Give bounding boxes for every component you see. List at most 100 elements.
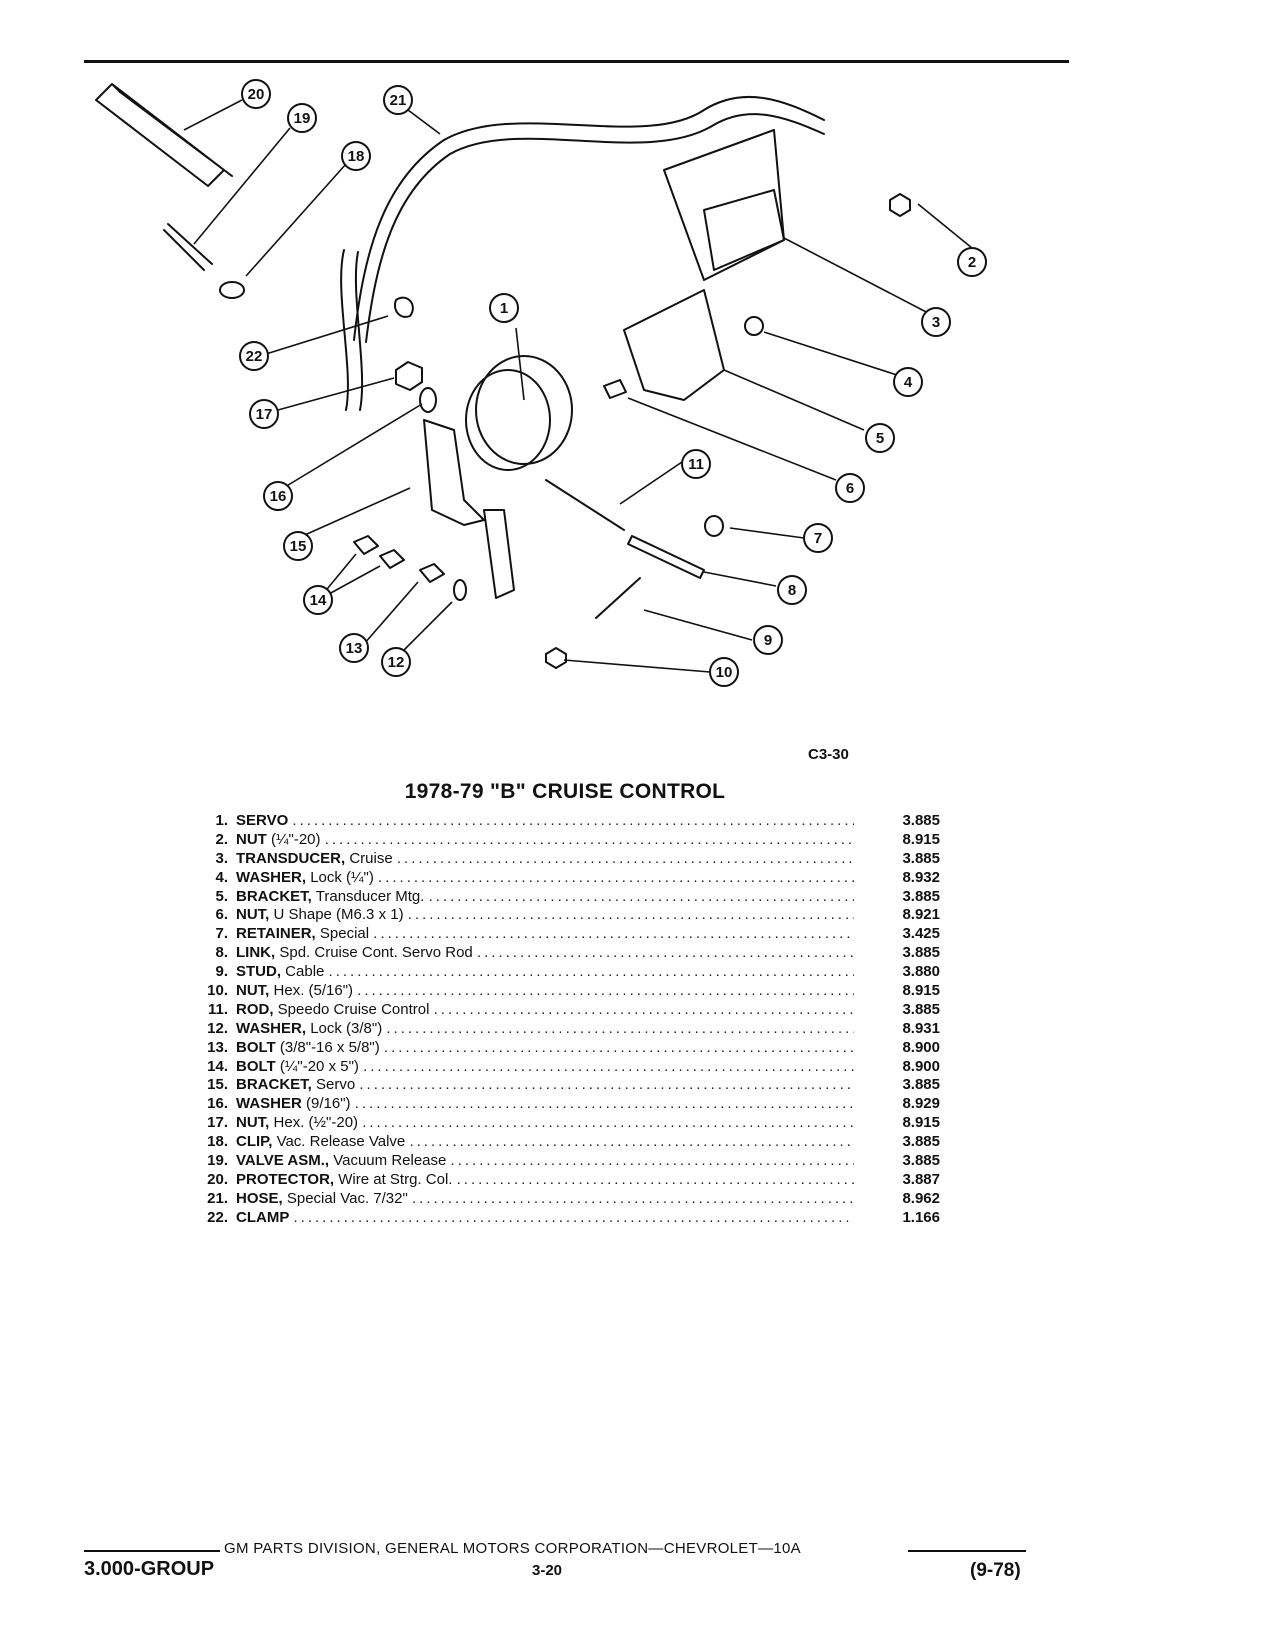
part-description: WASHER (9/16") .........................…: [236, 1095, 854, 1113]
callout-17: 17: [249, 399, 279, 429]
svg-text:11: 11: [688, 456, 704, 473]
svg-text:2: 2: [968, 254, 976, 271]
part-code: 8.932: [902, 868, 940, 886]
figure-code: C3-30: [808, 746, 849, 763]
part-code: 3.887: [902, 1170, 940, 1188]
part-code: 8.962: [902, 1189, 940, 1207]
callout-9: 9: [753, 625, 783, 655]
part-detail: Vacuum Release: [333, 1152, 447, 1170]
svg-text:18: 18: [348, 148, 365, 165]
parts-row: 6.NUT, U Shape (M6.3 x 1) ..............…: [180, 906, 970, 925]
part-name: WASHER: [236, 1095, 302, 1113]
part-number: 18.: [207, 1133, 228, 1151]
part-code: 3.425: [902, 925, 940, 943]
callout-18: 18: [341, 141, 371, 171]
parts-row: 14.BOLT (¼"-20 x 5") ...................…: [180, 1058, 970, 1077]
parts-row: 4. WASHER, Lock (¼") ....................…: [180, 869, 970, 888]
part-name: RETAINER,: [236, 925, 316, 943]
callout-5: 5: [865, 423, 895, 453]
part-detail: (¼"-20): [271, 830, 321, 848]
svg-text:1: 1: [500, 300, 508, 317]
part-detail: Wire at Strg. Col.: [338, 1170, 453, 1188]
part-description: ROD, Speedo Cruise Control .............…: [236, 1000, 854, 1018]
svg-text:14: 14: [310, 592, 327, 609]
part-name: NUT,: [236, 1114, 270, 1132]
svg-text:8: 8: [788, 582, 796, 599]
part-description: HOSE, Special Vac. 7/32" ...............…: [236, 1189, 854, 1207]
part-description: NUT, U Shape (M6.3 x 1) ................…: [236, 906, 854, 924]
svg-text:15: 15: [290, 538, 307, 555]
part-description: PROTECTOR, Wire at Strg. Col. ..........…: [236, 1170, 854, 1188]
svg-text:16: 16: [270, 488, 287, 505]
part-number: 15.: [207, 1076, 228, 1094]
svg-text:4: 4: [904, 374, 913, 391]
svg-text:5: 5: [876, 430, 884, 447]
top-rule: [84, 60, 1069, 63]
svg-text:6: 6: [846, 480, 854, 497]
part-detail: U Shape (M6.3 x 1): [273, 906, 404, 924]
part-number: 1.: [215, 812, 228, 829]
callout-16: 16: [263, 481, 293, 511]
part-detail: Special Vac. 7/32": [286, 1189, 408, 1207]
svg-text:10: 10: [716, 664, 733, 681]
footer-date: (9-78): [970, 1560, 1021, 1581]
callout-12: 12: [381, 647, 411, 677]
part-description: BRACKET, Servo .........................…: [236, 1076, 854, 1094]
callout-15: 15: [283, 531, 313, 561]
part-description: BOLT (¼"-20 x 5") ......................…: [236, 1057, 854, 1075]
footer-rule-right: [908, 1550, 1026, 1552]
svg-text:7: 7: [814, 530, 822, 547]
part-description: VALVE ASM., Vacuum Release .............…: [236, 1152, 854, 1170]
callout-4: 4: [893, 367, 923, 397]
part-number: 13.: [207, 1038, 228, 1056]
part-code: 3.885: [902, 812, 940, 829]
callout-19: 19: [287, 103, 317, 133]
part-detail: Cable: [285, 963, 325, 981]
parts-row: 8.LINK, Spd. Cruise Cont. Servo Rod ....…: [180, 944, 970, 963]
part-description: WASHER, Lock (¼") ......................…: [236, 868, 854, 886]
callout-11: 11: [681, 449, 711, 479]
callout-22: 22: [239, 341, 269, 371]
footer-page-number: 3-20: [532, 1562, 563, 1579]
callout-13: 13: [339, 633, 369, 663]
footer-group: 3.000-GROUP: [84, 1558, 215, 1580]
part-number: 22.: [207, 1208, 228, 1226]
part-code: 8.915: [902, 982, 940, 1000]
part-name: CLAMP: [236, 1208, 290, 1226]
part-detail: Servo: [316, 1076, 356, 1094]
part-number: 4.: [215, 868, 228, 886]
part-number: 5.: [215, 887, 228, 905]
part-code: 8.900: [902, 1057, 940, 1075]
part-code: 8.915: [902, 1114, 940, 1132]
part-name: ROD,: [236, 1000, 274, 1018]
part-description: WASHER, Lock (3/8") ....................…: [236, 1019, 854, 1037]
svg-text:20: 20: [248, 86, 265, 103]
part-description: NUT, Hex. (½"-20) ......................…: [236, 1114, 854, 1132]
part-detail: Hex. (5/16"): [273, 982, 354, 1000]
part-name: VALVE ASM.,: [236, 1152, 330, 1170]
part-description: LINK, Spd. Cruise Cont. Servo Rod ......…: [236, 944, 854, 962]
part-description: CLAMP ..................................…: [236, 1208, 854, 1226]
part-description: RETAINER, Special ......................…: [236, 925, 854, 943]
parts-row: 17.NUT, Hex. (½"-20) ...................…: [180, 1114, 970, 1133]
part-number: 2.: [215, 830, 228, 848]
callout-2: 2: [957, 247, 987, 277]
parts-row: 15. BRACKET, Servo ......................…: [180, 1076, 970, 1095]
callouts: 1 2 3 4 5 6 7 8 9 10 11 12 13 14 15 16 1…: [239, 79, 987, 687]
part-name: HOSE,: [236, 1189, 283, 1207]
callout-10: 10: [709, 657, 739, 687]
part-number: 20.: [207, 1170, 228, 1188]
parts-row: 3.TRANSDUCER, Cruise ...................…: [180, 850, 970, 869]
part-code: 1.166: [902, 1208, 940, 1226]
parts-row: 2.NUT (¼"-20) ..........................…: [180, 831, 970, 850]
part-number: 9.: [215, 963, 228, 981]
part-name: WASHER,: [236, 868, 307, 886]
part-code: 8.921: [902, 906, 940, 924]
part-code: 3.885: [902, 849, 940, 867]
part-description: CLIP, Vac. Release Valve ...............…: [236, 1133, 854, 1151]
parts-row: 16.WASHER (9/16") ......................…: [180, 1095, 970, 1114]
part-code: 3.885: [902, 1133, 940, 1151]
parts-row: 13.BOLT (3/8"-16 x 5/8") ...............…: [180, 1039, 970, 1058]
part-drawings: [95, 83, 911, 669]
parts-row: 7.RETAINER, Special ....................…: [180, 925, 970, 944]
